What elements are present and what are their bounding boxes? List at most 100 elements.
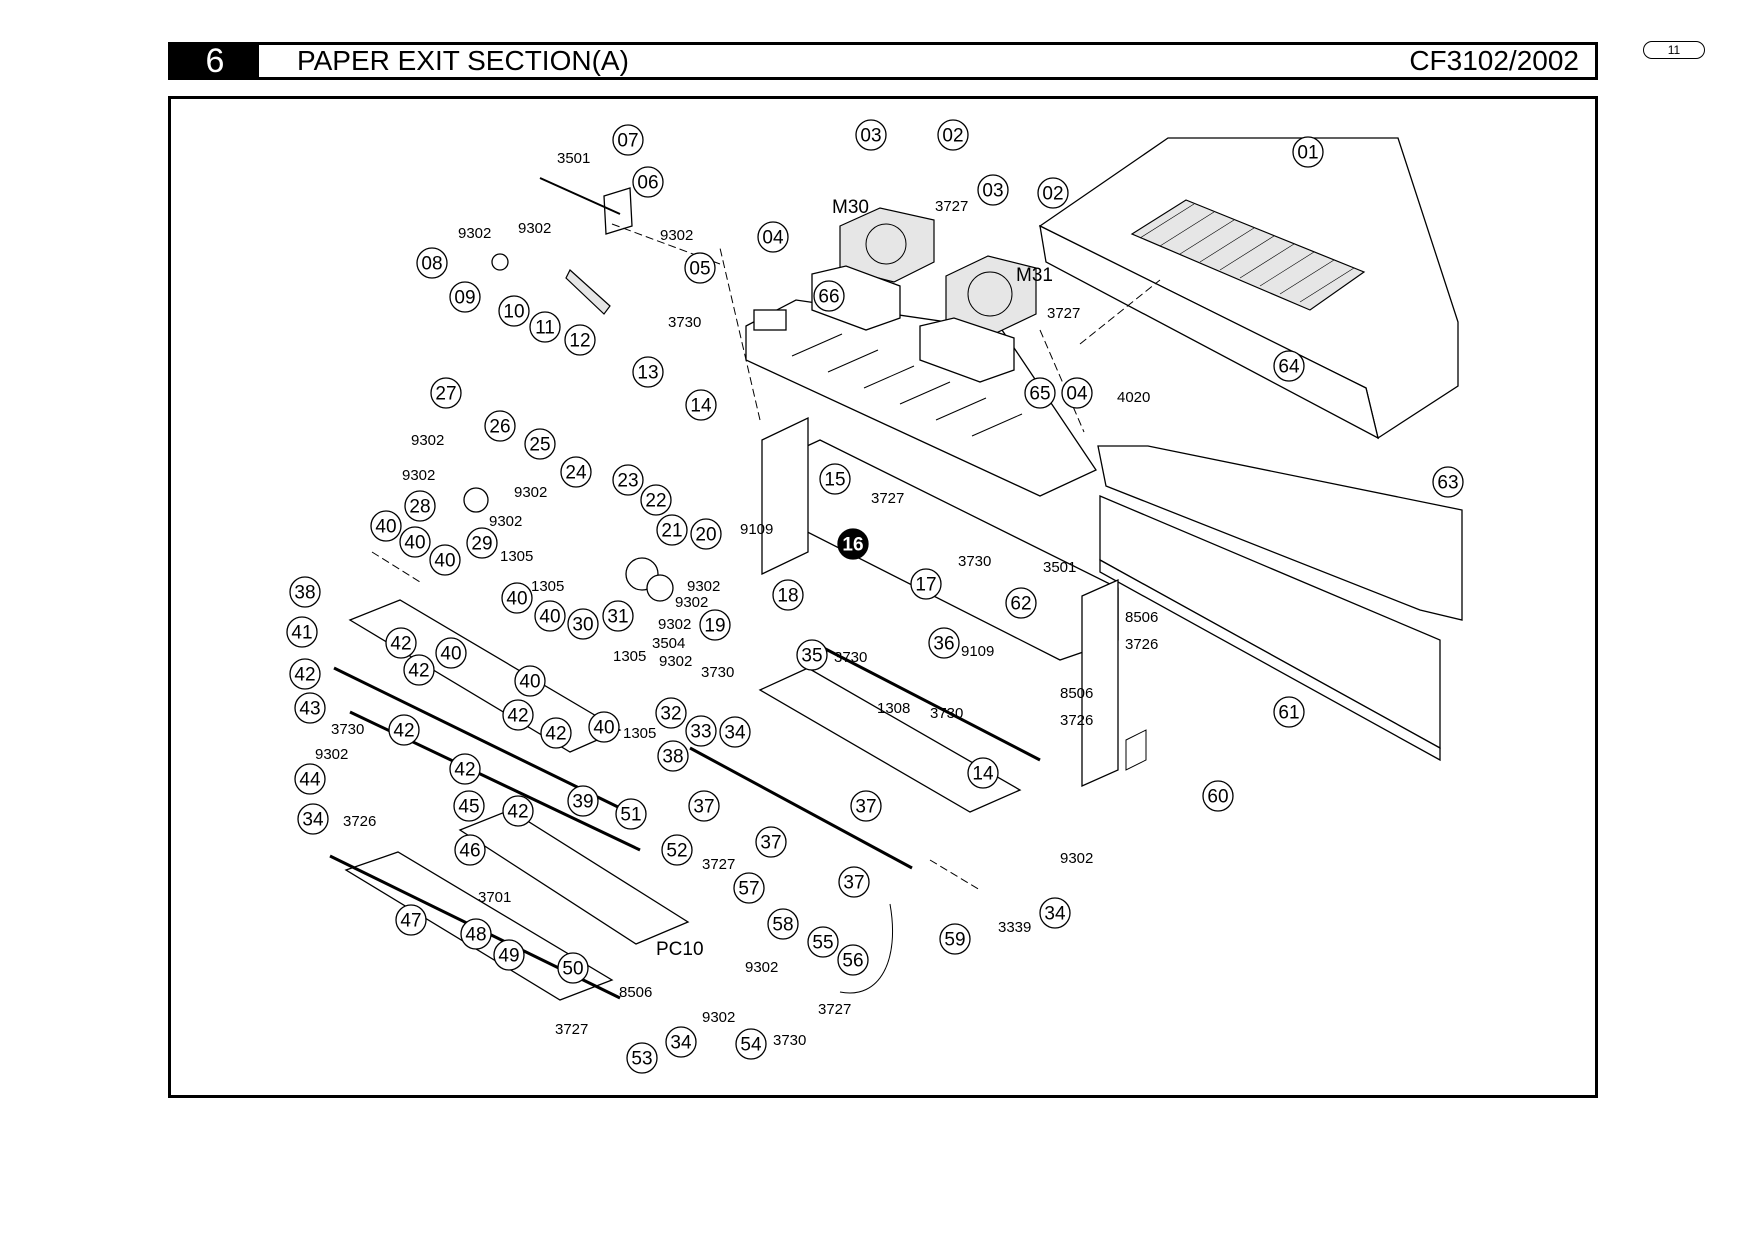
callout-40: 40 <box>399 526 431 558</box>
callout-42: 42 <box>388 714 420 746</box>
callout-circle <box>429 544 461 576</box>
exit-roller-shaft-upper <box>811 640 1041 762</box>
callout-29: 29 <box>466 527 498 559</box>
part-number-label: 9302 <box>660 227 693 244</box>
callout-number: 09 <box>454 288 475 309</box>
callout-circle <box>937 119 969 151</box>
callout-circle <box>567 608 599 640</box>
callout-number: 31 <box>607 607 628 628</box>
callout-number: 44 <box>299 770 321 791</box>
callout-circle <box>294 692 326 724</box>
callout-number: 38 <box>662 747 683 768</box>
part-number-label: 3727 <box>1047 305 1080 322</box>
callout-number: 17 <box>915 575 936 596</box>
callout-circle <box>557 952 589 984</box>
callout-number: 47 <box>400 911 421 932</box>
callout-18: 18 <box>772 579 804 611</box>
callout-circle <box>460 918 492 950</box>
callout-number: 16 <box>842 535 863 556</box>
callout-51: 51 <box>615 798 647 830</box>
callout-circle <box>699 609 731 641</box>
vent-slats <box>1139 203 1355 303</box>
callout-37: 37 <box>850 790 882 822</box>
part-number-label: 3727 <box>818 1001 851 1018</box>
part-number-label: 9302 <box>745 959 778 976</box>
callout-circle <box>564 324 596 356</box>
callout-37: 37 <box>838 866 870 898</box>
callout-number: 04 <box>1066 384 1088 405</box>
callout-number: 65 <box>1029 384 1050 405</box>
part-number-label: 9302 <box>402 467 435 484</box>
callout-circle <box>733 872 765 904</box>
callout-30: 30 <box>567 608 599 640</box>
callout-number: 64 <box>1278 357 1300 378</box>
callout-54: 54 <box>735 1028 767 1060</box>
part-number-label: 3726 <box>343 813 376 830</box>
callout-number: 52 <box>666 841 687 862</box>
page-number-badge: 11 <box>1643 41 1705 59</box>
callout-circle <box>449 753 481 785</box>
callout-number: 07 <box>617 131 638 152</box>
callout-number: 37 <box>855 797 876 818</box>
cover-vent-grille <box>1130 199 1366 311</box>
callout-circle <box>1061 377 1093 409</box>
part-illustrations <box>329 137 1463 1001</box>
callout-14: 14 <box>967 757 999 789</box>
callout-circle <box>388 714 420 746</box>
part-number-label: 1305 <box>623 725 656 742</box>
callout-14: 14 <box>685 389 717 421</box>
callout-circle <box>656 514 688 546</box>
callout-47: 47 <box>395 904 427 936</box>
callout-27: 27 <box>430 377 462 409</box>
part-number-label: 3504 <box>652 635 685 652</box>
callout-number: 42 <box>390 634 411 655</box>
bearing-10 <box>491 253 509 271</box>
callout-number: 27 <box>435 384 456 405</box>
callout-circle <box>665 1026 697 1058</box>
callout-number: 03 <box>982 181 1003 202</box>
callout-number: 42 <box>545 724 566 745</box>
callout-circle <box>684 252 716 284</box>
callout-number: 57 <box>738 879 759 900</box>
spring-12 <box>565 269 611 315</box>
callout-number: 41 <box>291 623 312 644</box>
callout-circle <box>657 740 689 772</box>
callout-number: 20 <box>695 525 716 546</box>
callout-28: 28 <box>404 490 436 522</box>
frame-bracket-right <box>1081 578 1119 788</box>
part-number-label: 3730 <box>331 721 364 738</box>
callout-26: 26 <box>484 410 516 442</box>
callout-number: 55 <box>812 933 833 954</box>
callout-04: 04 <box>1061 377 1093 409</box>
shaft-top <box>539 177 621 215</box>
callout-40: 40 <box>588 711 620 743</box>
diagram-frame <box>168 96 1598 1098</box>
bracket-06 <box>603 187 633 235</box>
callout-34: 34 <box>665 1026 697 1058</box>
part-number-label: 3727 <box>702 856 735 873</box>
callout-34: 34 <box>1039 897 1071 929</box>
callout-05: 05 <box>684 252 716 284</box>
callout-circle <box>626 1042 658 1074</box>
part-number-label: 1305 <box>500 548 533 565</box>
callout-number: 22 <box>645 491 666 512</box>
callout-38: 38 <box>657 740 689 772</box>
part-number-label: 8506 <box>1060 685 1093 702</box>
callout-number: 12 <box>569 331 590 352</box>
callout-circle <box>796 639 828 671</box>
callout-circle <box>685 389 717 421</box>
callout-circle <box>757 221 789 253</box>
callout-circle <box>289 576 321 608</box>
callout-number: 43 <box>299 699 320 720</box>
callout-40: 40 <box>435 637 467 669</box>
gear-26 <box>463 487 489 513</box>
callout-circle <box>534 600 566 632</box>
callout-number: 34 <box>1044 904 1066 925</box>
callout-20: 20 <box>690 518 722 550</box>
callout-circle <box>1037 177 1069 209</box>
callout-circle <box>939 923 971 955</box>
part-number-label: 9302 <box>518 220 551 237</box>
callout-50: 50 <box>557 952 589 984</box>
callout-21: 21 <box>656 514 688 546</box>
